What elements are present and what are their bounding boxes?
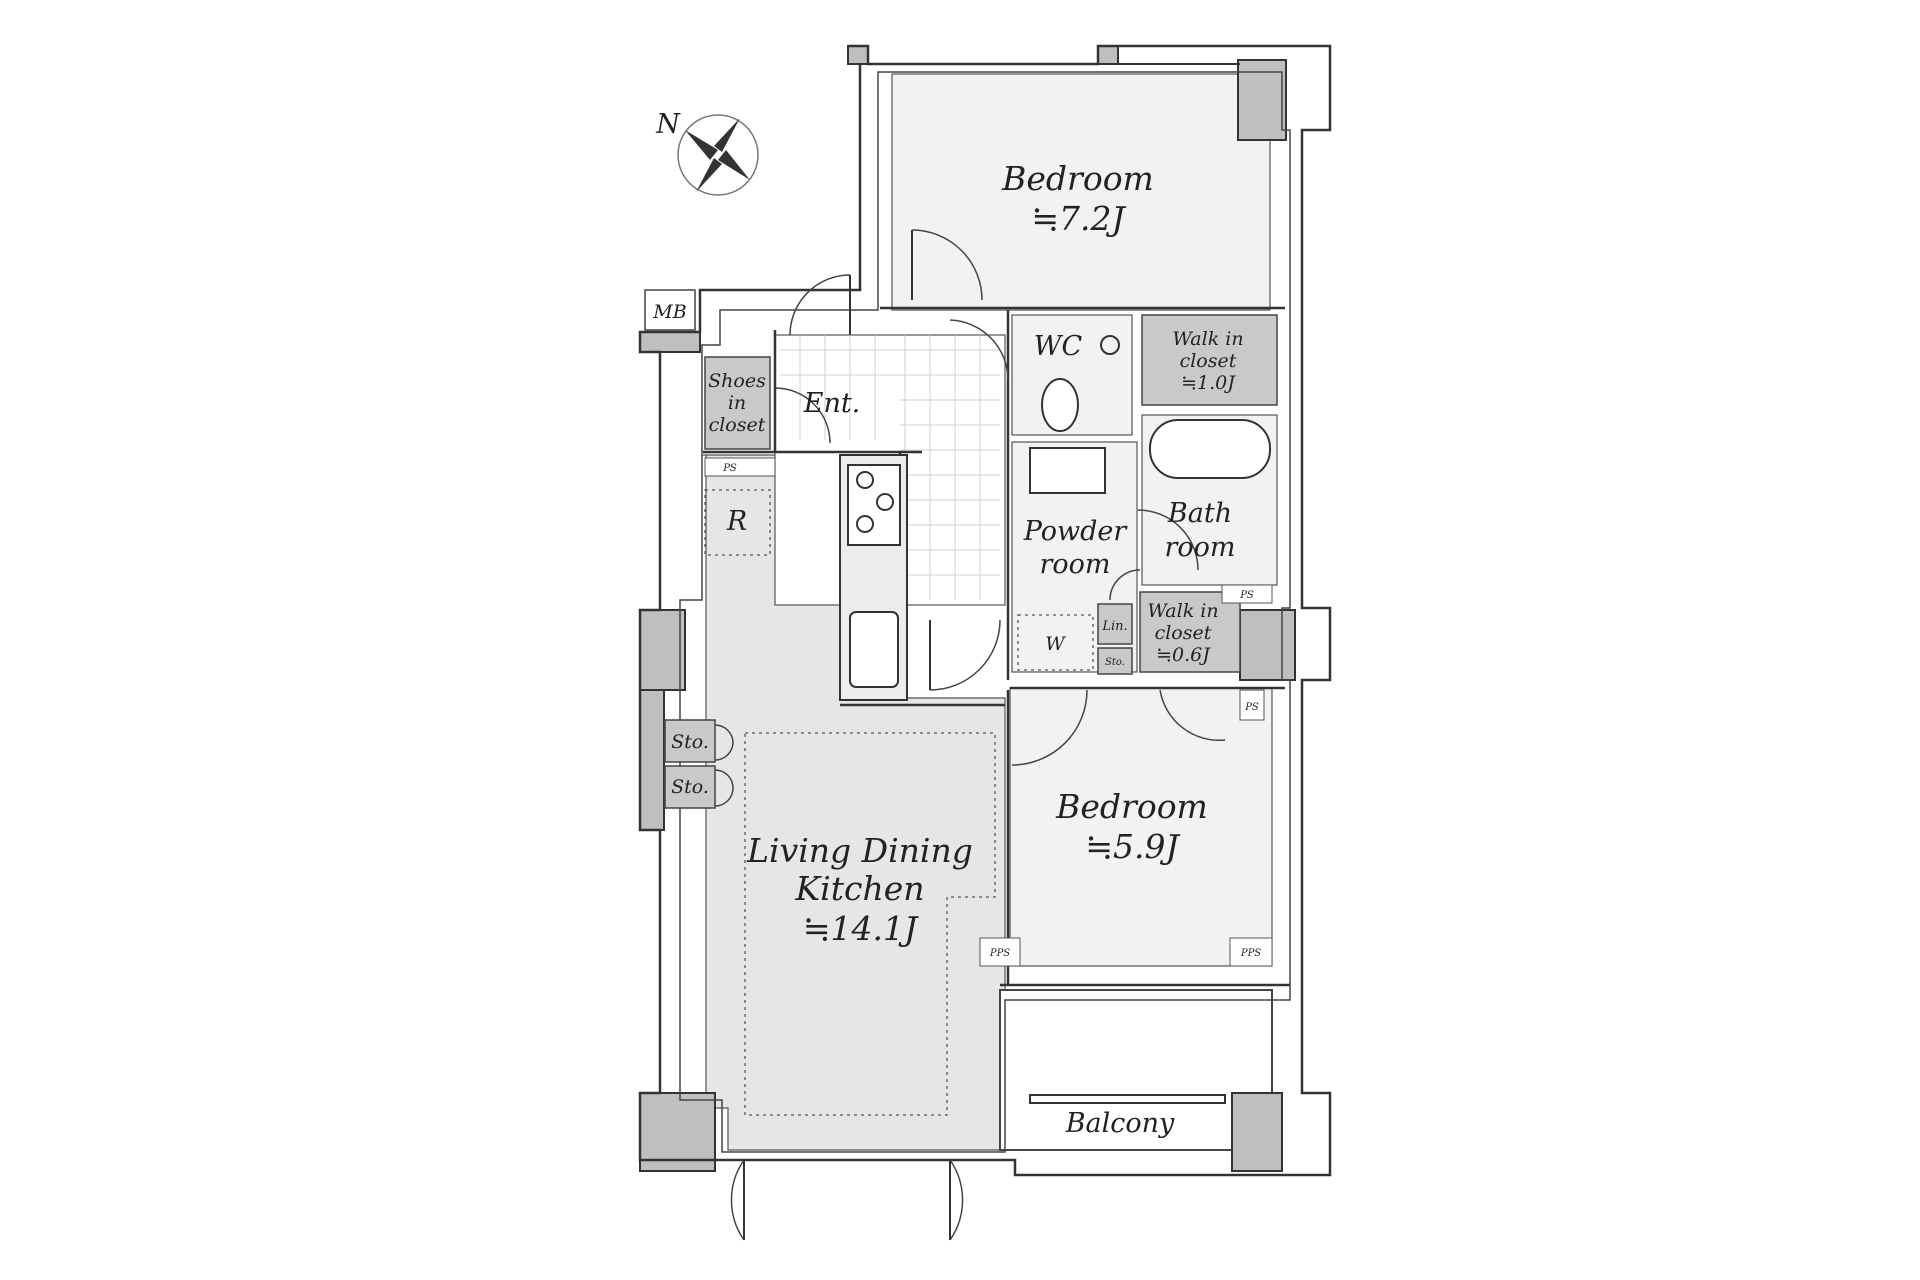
toilet-icon: [1041, 378, 1079, 432]
stove-icon: [847, 464, 901, 546]
bedroom-2-name: Bedroom: [1055, 787, 1208, 826]
linen-area: [1097, 603, 1133, 645]
bathtub-icon: [1149, 419, 1271, 479]
storage-2-area: [664, 765, 716, 809]
compass-north-label: N: [655, 109, 681, 140]
ldk-area-label: ≒14.1J: [803, 909, 919, 948]
walk-in-closet-1-area-label: ≒1.0J: [1181, 372, 1236, 394]
washer-space: [1017, 614, 1094, 671]
room-backgrounds: [703, 73, 1273, 1151]
mb-label: MB: [652, 301, 686, 323]
bath-door: [1137, 509, 1199, 571]
vanity-icon: [1029, 447, 1106, 494]
ldk-dotted-zone: [744, 732, 996, 1116]
washer-label: W: [1045, 633, 1066, 655]
walk-in-closet-1-line1: Walk in: [1172, 328, 1243, 350]
toilet-sink-icon: [1100, 335, 1120, 355]
walk-in-closet-1-line2: closet: [1180, 350, 1237, 372]
kitchen-sink-icon: [849, 611, 899, 688]
fixtures: [704, 335, 1271, 1116]
closet-2-door: [1159, 689, 1226, 742]
bedroom-2-door: [1011, 689, 1088, 766]
bedroom-2-area-label: ≒5.9J: [1085, 827, 1180, 866]
shoes-closet-line3: closet: [709, 414, 766, 436]
entrance-door: [789, 274, 851, 336]
bathroom-line2: room: [1164, 532, 1235, 563]
storage-small-area: [1097, 647, 1133, 675]
shoes-closet-area: [704, 356, 771, 450]
storage-1-label: Sto.: [671, 731, 709, 753]
pps-label-2: PPS: [1240, 948, 1261, 959]
powder-door: [1109, 569, 1141, 601]
walk-in-closet-2-line2: closet: [1155, 622, 1212, 644]
pps-label-1: PPS: [989, 948, 1010, 959]
storage-2-label: Sto.: [671, 776, 709, 798]
linen-label: Lin.: [1101, 619, 1127, 634]
walk-in-closet-2-line1: Walk in: [1147, 600, 1218, 622]
bathroom-line1: Bath: [1167, 498, 1232, 529]
bedroom-1-name: Bedroom: [1001, 159, 1154, 198]
room-labels: Bedroom ≒7.2J Bedroom ≒5.9J Living Dinin…: [708, 159, 1243, 1139]
ldk-door: [929, 619, 1001, 691]
balcony-label: Balcony: [1065, 1108, 1175, 1139]
ldk-name-line2: Kitchen: [795, 869, 925, 908]
refrigerator-label: R: [726, 506, 747, 537]
shoes-closet-line1: Shoes: [708, 370, 766, 392]
small-labels: MB PS PS PS PPS PPS R W Lin. Sto. Sto. S…: [652, 301, 1261, 959]
ps-label-3: PS: [1244, 702, 1259, 713]
wet-area-rooms: [644, 289, 1278, 967]
storage-1-area: [664, 719, 716, 763]
entrance-label: Ent.: [803, 388, 861, 419]
wc-label: WC: [1034, 331, 1083, 362]
hall-door: [949, 319, 1009, 381]
ent-inner-door: [774, 387, 831, 444]
powder-room-line1: Powder: [1023, 516, 1129, 547]
wc-area: [1011, 314, 1133, 436]
storage-small-label: Sto.: [1105, 657, 1125, 668]
ps-label-1: PS: [722, 463, 737, 474]
bedroom-1-area: [891, 73, 1271, 311]
bedroom-1-door: [911, 229, 983, 301]
balcony-area: [999, 989, 1273, 1151]
doors: [714, 63, 1240, 1241]
walk-in-closet-2-area-label: ≒0.6J: [1156, 644, 1211, 666]
walk-in-closet-1-area: [1141, 314, 1278, 406]
structural-walls: [639, 45, 1296, 1172]
ps-label-2: PS: [1239, 590, 1254, 601]
bedroom-2-area: [1009, 687, 1273, 967]
walk-in-closet-2-area: [1139, 591, 1241, 673]
powder-room-line2: room: [1039, 549, 1110, 580]
bedroom-1-area-label: ≒7.2J: [1031, 199, 1126, 238]
refrigerator-space: [704, 489, 771, 556]
ldk-name-line1: Living Dining: [746, 831, 973, 870]
compass-rose-icon: N: [655, 109, 759, 196]
shoes-closet-line2: in: [728, 392, 746, 414]
